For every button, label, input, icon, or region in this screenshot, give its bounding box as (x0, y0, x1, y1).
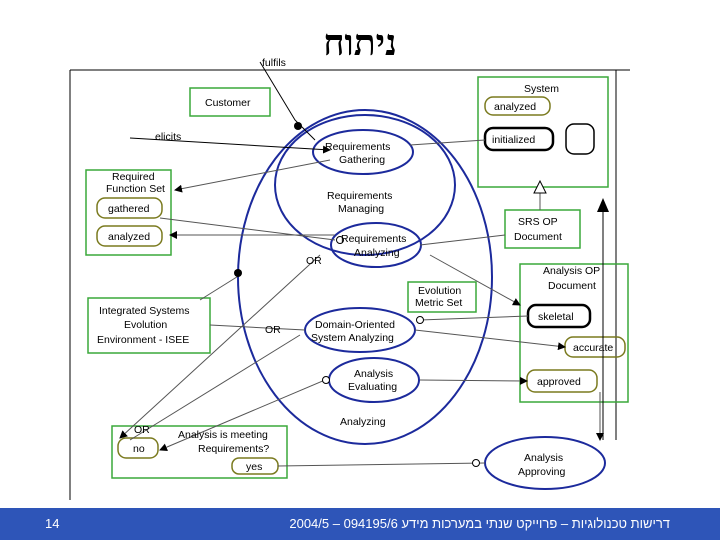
page-title: ניתוח (323, 23, 397, 63)
state-gathered (96, 197, 163, 219)
analyzing-label: Analyzing (340, 416, 386, 428)
analysis-op-label-1: Analysis OP (543, 265, 600, 277)
meeting-object (111, 425, 288, 479)
opm-diagram: fulfils Customer elicits System analyzed… (69, 57, 630, 500)
state-gathered-label: gathered (108, 203, 150, 215)
state-accurate-label: accurate (573, 342, 613, 354)
requirements-managing-process (274, 114, 456, 256)
agent-link-dot-2 (234, 269, 242, 277)
req-gathering-label-1: Requirements (325, 141, 390, 153)
aggregation-triangle (597, 198, 609, 212)
isee-label-2: Evolution (124, 319, 167, 331)
analysis-eval-label-1: Analysis (354, 368, 393, 380)
state-analyzed-system (484, 96, 551, 116)
analysis-eval-label-2: Evaluating (348, 381, 397, 393)
approving-label-1: Analysis (524, 452, 563, 464)
instrument-circle-3 (322, 376, 330, 384)
state-initialized-label: initialized (492, 134, 535, 146)
meeting-label-1: Analysis is meeting (178, 429, 268, 441)
req-analyzing-label-2: Analyzing (354, 247, 400, 259)
evo-metric-label-2: Metric Set (415, 297, 462, 309)
analysis-evaluating-process (328, 357, 420, 403)
state-analyzed-label: analyzed (108, 231, 150, 243)
elicits-label: elicits (155, 131, 181, 143)
customer-label: Customer (205, 97, 251, 109)
req-gathering-process (312, 129, 414, 175)
frame-lines (69, 69, 630, 500)
state-no (117, 437, 159, 459)
req-function-set-label-2: Function Set (106, 183, 165, 195)
srs-op-label-2: Document (514, 231, 562, 243)
req-function-set-object (85, 169, 172, 256)
meeting-label-2: Requirements? (198, 443, 269, 455)
state-no-label: no (133, 443, 145, 455)
state-skeletal-label: skeletal (538, 311, 574, 323)
dosa-label-2: System Analyzing (311, 332, 394, 344)
req-managing-label-1: Requirements (327, 190, 392, 202)
state-analyzed (96, 225, 163, 247)
customer-object (189, 87, 271, 117)
page-number: 14 (45, 516, 60, 531)
agent-link-dot-1 (294, 122, 302, 130)
state-analyzed-system-label: analyzed (494, 101, 536, 113)
analysis-op-object (519, 263, 629, 403)
state-approved-label: approved (537, 376, 581, 388)
or-label-3: OR (134, 424, 150, 436)
instrument-circle-2 (416, 316, 424, 324)
state-initialized (483, 126, 555, 152)
instrument-circle-4 (472, 459, 480, 467)
req-gathering-label-2: Gathering (339, 154, 385, 166)
srs-op-label-1: SRS OP (518, 216, 558, 228)
system-label: System (524, 83, 559, 95)
footer-bar: 14 דרישות טכנולוגיות – פרוייקט שנתי במער… (0, 508, 720, 540)
approving-label-2: Approving (518, 466, 565, 478)
analysis-op-label-2: Document (548, 280, 596, 292)
footer-text: דרישות טכנולוגיות – פרוייקט שנתי במערכות… (289, 516, 670, 531)
state-empty (565, 123, 595, 155)
state-yes-label: yes (246, 461, 262, 473)
req-managing-label-2: Managing (338, 203, 384, 215)
dosa-label-1: Domain-Oriented (315, 319, 395, 331)
req-function-set-label-1: Required (112, 171, 155, 183)
instrument-circle-1 (336, 236, 344, 244)
req-analyzing-label-1: Requirements (341, 233, 406, 245)
links (119, 61, 604, 467)
isee-label-1: Integrated Systems (99, 305, 189, 317)
or-label-1: OR (306, 255, 322, 267)
srs-op-object (504, 209, 581, 249)
evo-metric-label-1: Evolution (418, 285, 461, 297)
req-analyzing-process (330, 222, 422, 268)
evo-metric-object (407, 281, 477, 313)
generalization-triangle (533, 179, 547, 194)
isee-label-3: Environment - ISEE (97, 334, 189, 346)
fulfils-label: fulfils (262, 57, 286, 69)
or-label-2: OR (265, 324, 281, 336)
